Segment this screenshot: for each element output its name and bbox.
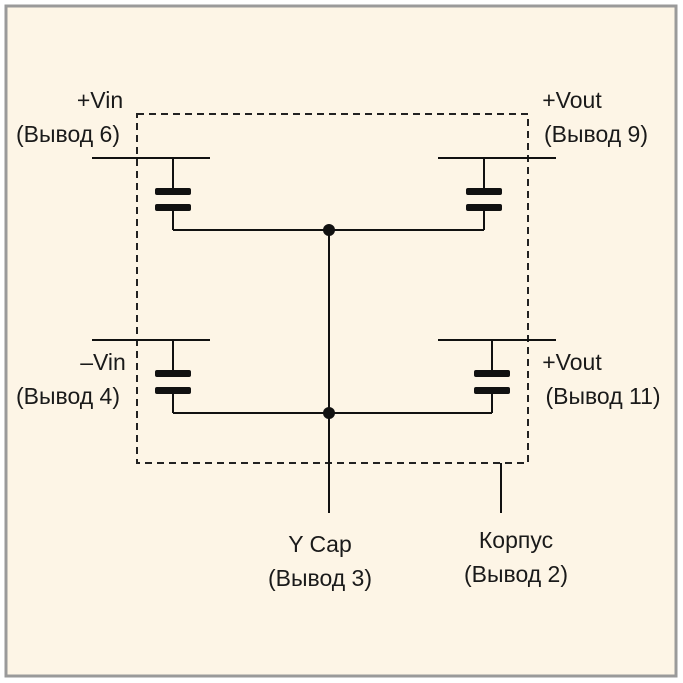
capacitor-vin-plus	[92, 157, 210, 230]
label-vout-plus-top-pin: (Вывод 9)	[544, 121, 648, 147]
capacitor-vin-minus	[92, 339, 210, 413]
label-vout-plus-bottom-pin: (Вывод 11)	[545, 383, 660, 409]
capacitor-vout-pin11	[438, 339, 556, 413]
label-ycap: Y Cap	[288, 531, 352, 557]
label-vin-plus: +Vin	[77, 87, 123, 113]
label-ycap-pin: (Вывод 3)	[268, 565, 372, 591]
label-vin-minus: –Vin	[80, 349, 126, 375]
module-boundary	[136, 113, 529, 464]
label-vin-plus-pin: (Вывод 6)	[16, 121, 120, 147]
label-case: Корпус	[479, 527, 553, 553]
label-vout-plus-bottom: +Vout	[542, 349, 602, 375]
label-vout-plus-top: +Vout	[542, 87, 602, 113]
label-case-pin: (Вывод 2)	[464, 561, 568, 587]
capacitor-vout-pin9	[438, 157, 556, 230]
label-vin-minus-pin: (Вывод 4)	[16, 383, 120, 409]
